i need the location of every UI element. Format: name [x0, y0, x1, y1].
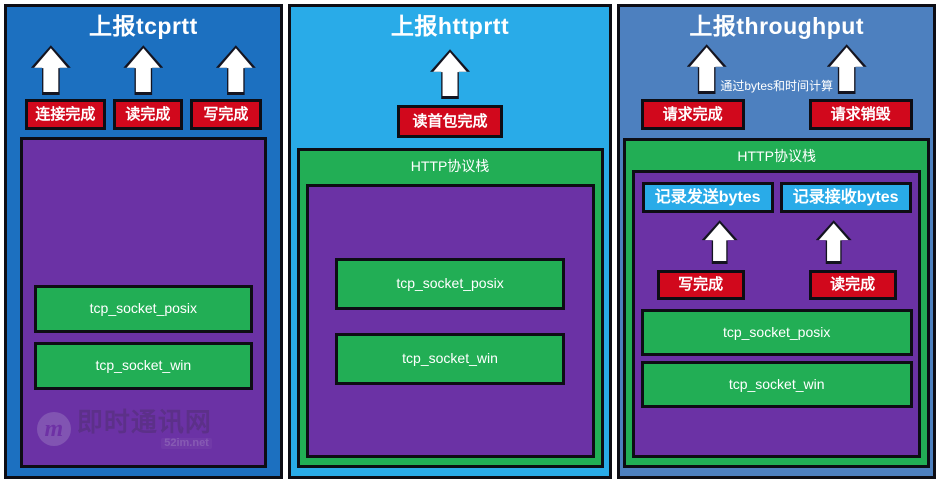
inner-event-row: 写完成 读完成: [656, 270, 897, 301]
event-row-throughput: 请求完成 请求销毁: [640, 99, 913, 131]
panel-httprtt: 上报httprtt 读首包完成 HTTP协议栈 tcp_socket_posix…: [287, 4, 613, 479]
arrow-up-icon: [815, 220, 852, 265]
http-stack-httprtt: HTTP协议栈 tcp_socket_posix tcp_socket_win: [296, 148, 604, 468]
event-box-read-done[interactable]: 读完成: [112, 99, 183, 131]
watermark-url: 52im.net: [161, 438, 212, 449]
panel-title-httprtt: 上报httprtt: [390, 13, 510, 39]
watermark-logo-icon: m: [36, 412, 71, 446]
module-box-tcp-socket-posix[interactable]: tcp_socket_posix: [33, 284, 253, 333]
event-box-write-done[interactable]: 写完成: [656, 270, 745, 301]
panel-throughput: 上报throughput 通过bytes和时间计算 请求完成 请求销毁 HTTP…: [617, 4, 936, 479]
record-row: 记录发送bytes 记录接收bytes: [641, 182, 912, 214]
socket-layer-httprtt: tcp_socket_posix tcp_socket_win: [305, 184, 595, 458]
arrow-row-throughput: [686, 44, 867, 95]
event-box-first-packet-read-done[interactable]: 读首包完成: [397, 105, 504, 139]
arrow-up-icon: [215, 45, 256, 96]
event-box-write-done[interactable]: 写完成: [189, 99, 262, 131]
panel-title-throughput: 上报throughput: [689, 13, 864, 39]
module-box-tcp-socket-posix[interactable]: tcp_socket_posix: [640, 309, 913, 357]
record-box-received-bytes[interactable]: 记录接收bytes: [779, 182, 912, 214]
event-box-connect-done[interactable]: 连接完成: [24, 99, 106, 131]
watermark-brand: 即时通讯网: [76, 407, 212, 437]
panel-title-tcprtt: 上报tcprtt: [88, 13, 198, 39]
panel-tcprtt: 上报tcprtt 连接完成 读完成 写完成 tcp_socket_posix t…: [4, 4, 283, 479]
module-box-tcp-socket-win[interactable]: tcp_socket_win: [33, 341, 253, 390]
module-box-tcp-socket-win[interactable]: tcp_socket_win: [640, 361, 913, 409]
record-box-sent-bytes[interactable]: 记录发送bytes: [641, 182, 774, 214]
event-box-read-done[interactable]: 读完成: [808, 270, 897, 301]
inner-arrow-row: [701, 220, 852, 265]
event-box-request-destroy[interactable]: 请求销毁: [808, 99, 913, 131]
arrow-up-icon: [30, 45, 71, 96]
http-stack-label: HTTP协议栈: [737, 148, 816, 165]
watermark: m 即时通讯网 52im.net: [36, 407, 212, 449]
event-row-tcprtt: 连接完成 读完成 写完成: [24, 99, 262, 131]
module-box-tcp-socket-posix[interactable]: tcp_socket_posix: [335, 257, 566, 310]
event-box-request-complete[interactable]: 请求完成: [640, 99, 745, 131]
socket-layer-throughput: 记录发送bytes 记录接收bytes 写完成 读完成 tcp_socket_p…: [632, 170, 922, 458]
arrow-up-icon: [701, 220, 738, 265]
arrow-up-icon: [430, 49, 471, 100]
module-stack-throughput: tcp_socket_posix tcp_socket_win: [640, 309, 913, 409]
module-box-tcp-socket-win[interactable]: tcp_socket_win: [335, 332, 566, 385]
arrow-row-tcprtt: [30, 45, 256, 96]
http-stack-label: HTTP协议栈: [410, 158, 490, 175]
throughput-calc-note: 通过bytes和时间计算: [720, 79, 834, 94]
socket-layer-tcprtt: tcp_socket_posix tcp_socket_win m 即时通讯网 …: [19, 137, 267, 468]
arrow-up-icon: [123, 45, 164, 96]
http-stack-throughput: HTTP协议栈 记录发送bytes 记录接收bytes 写完成 读完成 tcp_…: [623, 138, 931, 468]
